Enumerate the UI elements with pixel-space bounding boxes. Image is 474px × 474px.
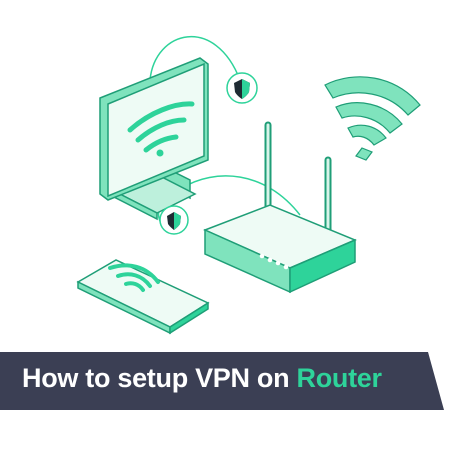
- banner-title-highlight: Router: [296, 363, 383, 393]
- banner-background: [0, 352, 444, 410]
- shield-icon: [159, 205, 189, 235]
- banner-title-main: How to setup VPN on: [22, 363, 297, 393]
- router-icon: [203, 121, 357, 294]
- wifi-icon: [108, 263, 160, 292]
- shield-icon: [226, 72, 258, 104]
- smartphone-icon: [76, 259, 210, 335]
- wifi-icon: [324, 76, 421, 161]
- monitor-icon: [99, 57, 209, 221]
- title-banner: How to setup VPN on Router: [0, 352, 474, 410]
- banner-title: How to setup VPN on Router: [22, 363, 382, 394]
- wifi-icon: [127, 101, 195, 157]
